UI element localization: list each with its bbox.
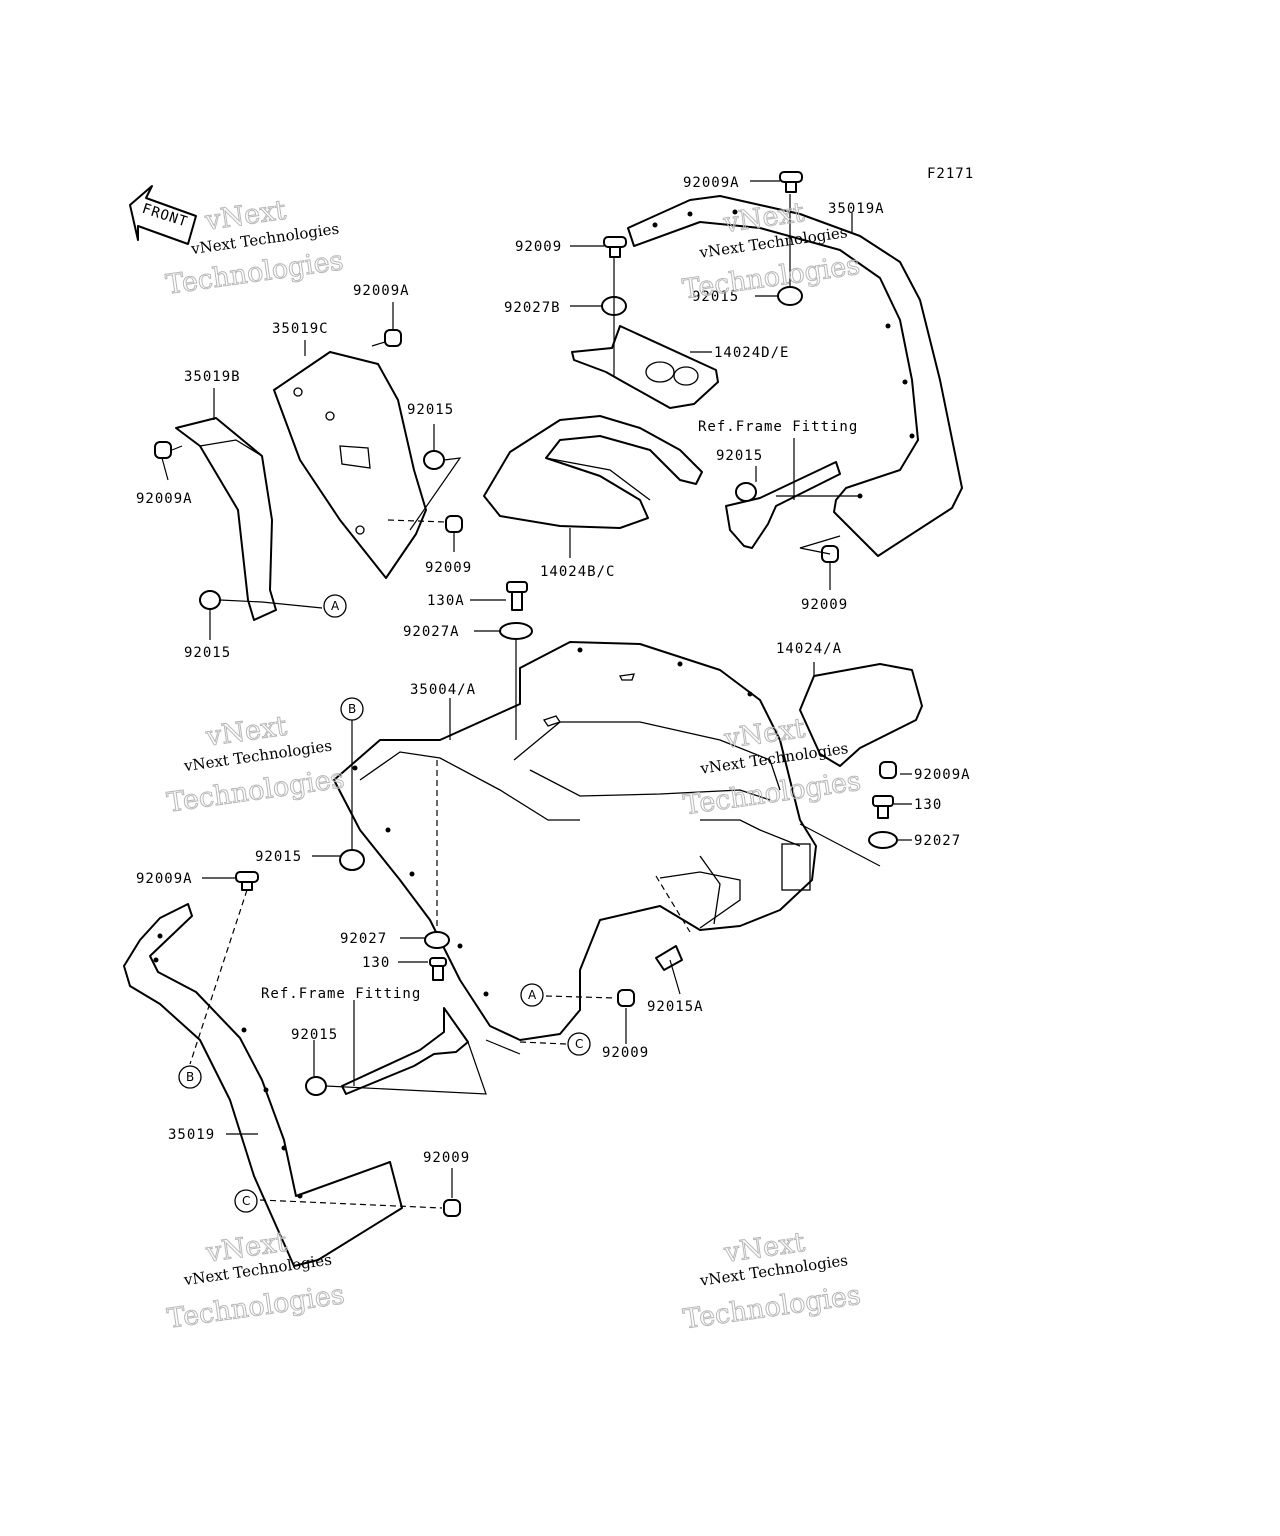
- bolt-icon: [779, 171, 803, 193]
- svg-text:B: B: [348, 702, 356, 716]
- watermark-6: vNext vNext Technologies Technologies: [681, 1226, 863, 1335]
- label-ref-frame-fitting-1: Ref.Frame Fitting: [698, 419, 858, 435]
- grommet-icon: [199, 590, 221, 610]
- label-130-r: 130: [914, 797, 942, 813]
- ref-frame-fitting-2: [341, 1007, 469, 1095]
- bolt-icon: [429, 957, 447, 981]
- bolt-icon: [872, 795, 894, 819]
- watermark-3: vNext vNext Technologies Technologies: [165, 710, 347, 819]
- label-92009A-b: 92009A: [136, 491, 193, 507]
- callout-a-right: A: [323, 594, 347, 618]
- label-92009-top: 92009: [515, 239, 562, 255]
- part-14024A-cover: [799, 663, 923, 767]
- label-92015-mid: 92015: [407, 402, 454, 418]
- grommet-icon: [735, 482, 757, 502]
- figure-code: F2171: [927, 166, 974, 182]
- label-130-c: 130: [362, 955, 390, 971]
- label-92015-c: 92015: [255, 849, 302, 865]
- callout-b-top: B: [340, 697, 364, 721]
- grommet-icon: [499, 622, 533, 640]
- label-92009-c: 92009: [602, 1045, 649, 1061]
- leader-lines: [161, 180, 912, 1209]
- label-92015-top: 92015: [692, 289, 739, 305]
- label-35019C: 35019C: [272, 321, 329, 337]
- label-92027-c: 92027: [340, 931, 387, 947]
- label-92009A-left: 92009A: [353, 283, 410, 299]
- svg-text:A: A: [331, 599, 340, 613]
- label-35019A: 35019A: [828, 201, 885, 217]
- ref-frame-fitting-1: [725, 461, 841, 549]
- label-92009A-r: 92009A: [914, 767, 971, 783]
- callout-c-right: C: [567, 1032, 591, 1056]
- label-92009-right: 92009: [801, 597, 848, 613]
- part-labels: 92009A 35019A 92009 92015 92027B 14024D/…: [136, 175, 971, 1166]
- part-14024DE-cover: [571, 325, 719, 409]
- label-92027-r: 92027: [914, 833, 961, 849]
- bolt-icon: [617, 989, 635, 1007]
- grommet-icon: [339, 849, 365, 871]
- grommet-icon: [424, 931, 450, 949]
- label-92009A-top: 92009A: [683, 175, 740, 191]
- label-92015-left: 92015: [184, 645, 231, 661]
- label-14024A: 14024/A: [776, 641, 842, 657]
- part-35019A-fender: [627, 195, 963, 557]
- label-35004A: 35004/A: [410, 682, 476, 698]
- part-35019-fender: [123, 903, 403, 1267]
- label-130A: 130A: [427, 593, 465, 609]
- label-92009-mid: 92009: [425, 560, 472, 576]
- bolt-icon: [371, 329, 402, 347]
- label-14024DE: 14024D/E: [714, 345, 789, 361]
- bolt-icon: [879, 761, 897, 779]
- bolt-icon: [506, 581, 528, 611]
- label-92027B: 92027B: [504, 300, 561, 316]
- part-35019C-panel: [273, 351, 427, 579]
- svg-text:C: C: [575, 1037, 583, 1051]
- label-92015-ref1: 92015: [716, 448, 763, 464]
- label-ref-frame-fitting-2: Ref.Frame Fitting: [261, 986, 421, 1002]
- grommet-icon: [423, 450, 445, 470]
- label-92015-low: 92015: [291, 1027, 338, 1043]
- grommet-icon: [868, 831, 898, 849]
- label-92027A: 92027A: [403, 624, 460, 640]
- clip-icon: [655, 945, 683, 971]
- bolt-icon: [603, 236, 627, 258]
- label-92009-bot: 92009: [423, 1150, 470, 1166]
- grommet-icon: [305, 1076, 327, 1096]
- watermark-1: vNext vNext Technologies Technologies: [163, 194, 345, 301]
- label-92015A: 92015A: [647, 999, 704, 1015]
- svg-text:C: C: [242, 1194, 250, 1208]
- bolt-icon: [443, 1199, 461, 1217]
- label-35019: 35019: [168, 1127, 215, 1143]
- part-35019B-bracket: [175, 417, 277, 621]
- label-35019B: 35019B: [184, 369, 241, 385]
- callout-c-left: C: [234, 1189, 258, 1213]
- callout-b-bottom: B: [178, 1065, 202, 1089]
- bolt-icon: [235, 871, 259, 891]
- svg-text:B: B: [186, 1070, 194, 1084]
- label-92009A-low: 92009A: [136, 871, 193, 887]
- callout-a-lower: A: [520, 983, 544, 1007]
- part-14024BC-cover: [483, 415, 703, 529]
- bolt-icon: [154, 441, 172, 459]
- bolt-icon: [445, 515, 463, 533]
- svg-text:A: A: [528, 988, 537, 1002]
- front-arrow-icon: FRONT: [129, 185, 197, 245]
- part-35004A-body: [333, 641, 817, 1041]
- label-14024BC: 14024B/C: [540, 564, 615, 580]
